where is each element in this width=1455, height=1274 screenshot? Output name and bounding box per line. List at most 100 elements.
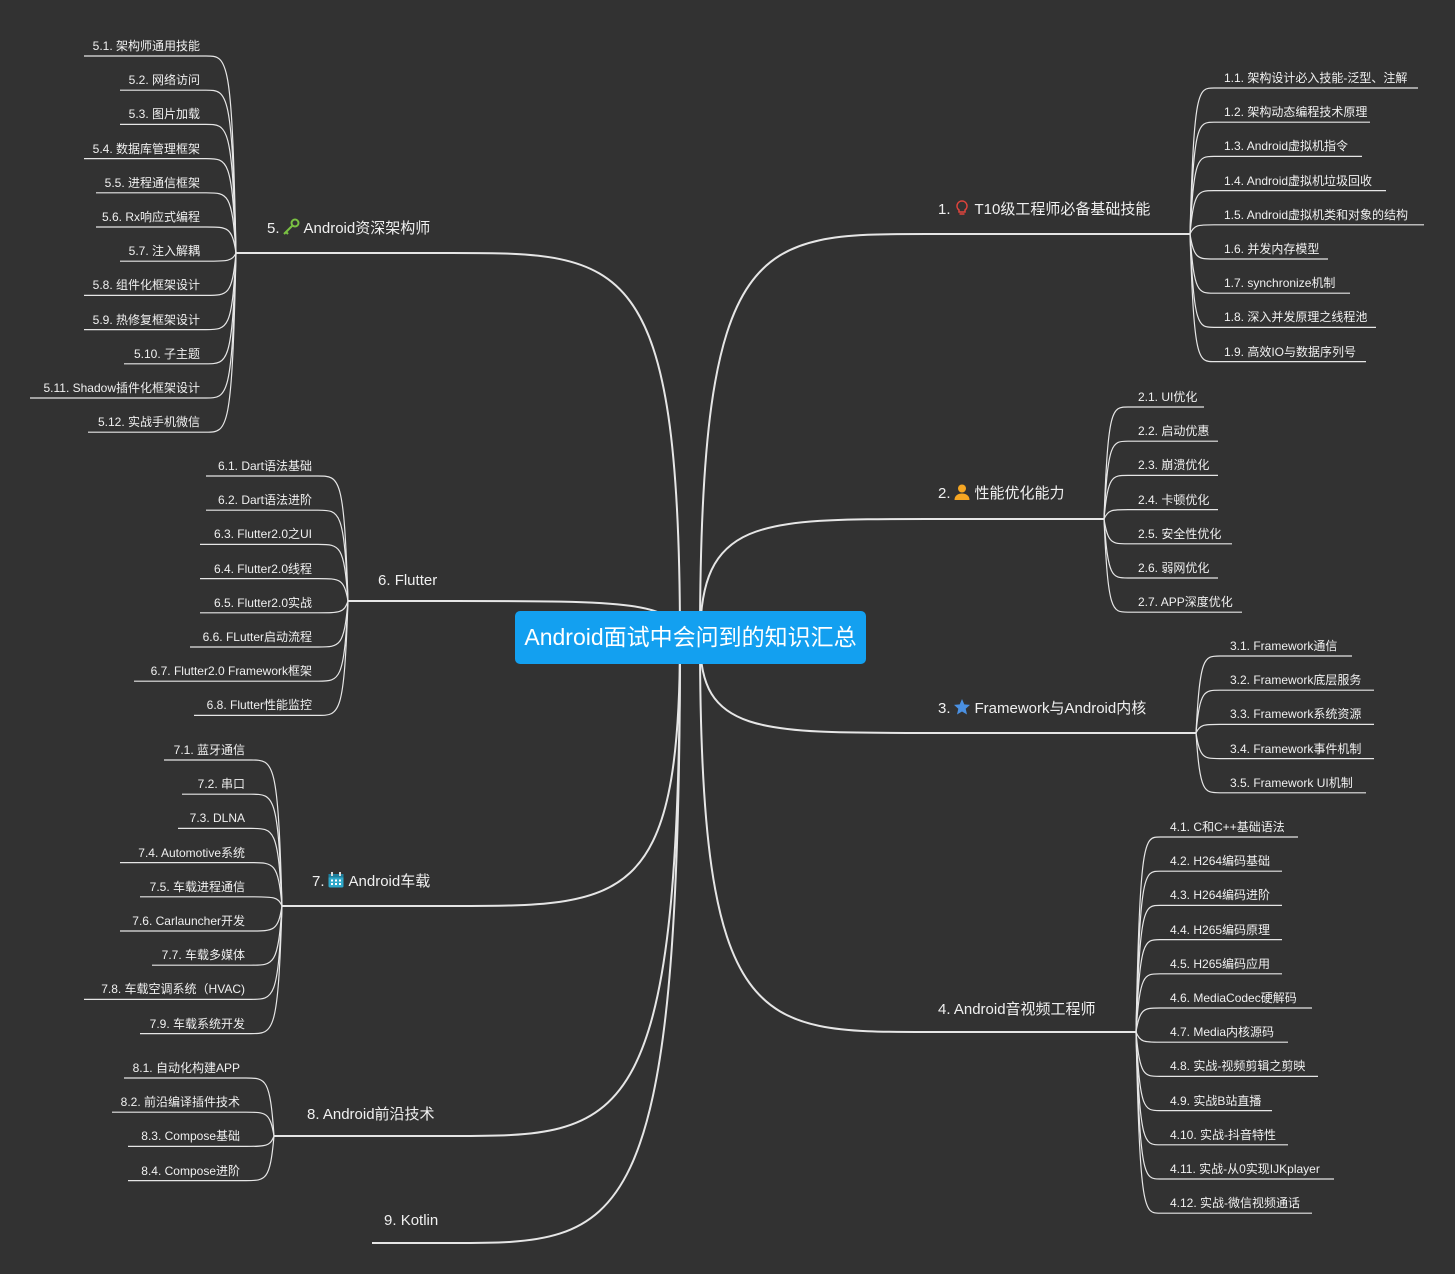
child-node[interactable]: 7.8. 车载空调系统（HVAC)	[101, 982, 245, 997]
child-node[interactable]: 4.10. 实战-抖音特性	[1170, 1127, 1277, 1142]
child-node[interactable]: 7.6. Carlauncher开发	[132, 914, 245, 928]
child-node[interactable]: 5.2. 网络访问	[128, 73, 200, 88]
branch-node-9[interactable]: 9. Kotlin	[384, 1211, 438, 1231]
child-connector	[200, 543, 349, 602]
child-connector	[1103, 518, 1232, 545]
child-connector	[182, 793, 283, 907]
child-node[interactable]: 5.1. 架构师通用技能	[92, 39, 200, 53]
branch-node-6[interactable]: 6. Flutter	[378, 571, 437, 591]
child-connector	[1189, 155, 1362, 235]
child-node[interactable]: 4.2. H264编码基础	[1170, 854, 1271, 869]
child-node[interactable]: 2.3. 崩溃优化	[1138, 458, 1210, 473]
child-node[interactable]: 4.12. 实战-微信视频通话	[1170, 1196, 1301, 1211]
child-node[interactable]: 1.5. Android虚拟机类和对象的结构	[1224, 207, 1409, 222]
branch-connector	[699, 639, 927, 1033]
child-node[interactable]: 5.12. 实战手机微信	[97, 415, 200, 430]
child-node[interactable]: 3.1. Framework通信	[1230, 639, 1338, 653]
child-connector	[120, 252, 237, 262]
child-node[interactable]: 4.8. 实战-视频剪辑之剪映	[1170, 1059, 1306, 1074]
child-node[interactable]: 6.7. Flutter2.0 Framework框架	[150, 664, 312, 679]
child-node[interactable]: 4.7. Media内核源码	[1170, 1025, 1275, 1040]
branch-label: Android资深架构师	[303, 220, 431, 237]
child-node[interactable]: 2.4. 卡顿优化	[1138, 492, 1210, 507]
branch-connector	[451, 639, 681, 1137]
branch-label: Android车载	[348, 873, 431, 890]
child-node[interactable]: 4.11. 实战-从0实现IJKplayer	[1170, 1162, 1320, 1176]
child-node[interactable]: 6.6. FLutter启动流程	[202, 630, 312, 644]
child-connector	[120, 89, 237, 254]
branch-number: 2.	[938, 485, 951, 502]
child-node[interactable]: 6.4. Flutter2.0线程	[213, 561, 312, 576]
child-node[interactable]: 7.3. DLNA	[189, 811, 245, 826]
child-connector	[1135, 1031, 1318, 1077]
branch-connector	[451, 639, 681, 1244]
child-node[interactable]: 7.7. 车载多媒体	[161, 948, 245, 963]
child-node[interactable]: 1.7. synchronize机制	[1224, 276, 1336, 291]
child-node[interactable]: 1.4. Android虚拟机垃圾回收	[1224, 173, 1373, 188]
branch-node-2[interactable]: 2.性能优化能力	[938, 483, 1065, 503]
child-node[interactable]: 7.2. 串口	[197, 777, 245, 792]
branch-node-4[interactable]: 4. Android音视频工程师	[938, 1000, 1096, 1020]
branch-connector	[699, 639, 927, 734]
root-node[interactable]: Android面试中会问到的知识汇总	[515, 611, 866, 664]
child-connector	[1135, 973, 1282, 1033]
child-connector	[84, 252, 237, 296]
child-node[interactable]: 4.4. H265编码原理	[1170, 922, 1271, 937]
child-node[interactable]: 2.5. 安全性优化	[1138, 526, 1222, 541]
child-node[interactable]: 2.6. 弱网优化	[1138, 561, 1210, 575]
child-node[interactable]: 1.2. 架构动态编程技术原理	[1224, 105, 1368, 120]
child-node[interactable]: 5.8. 组件化框架设计	[92, 278, 200, 293]
child-node[interactable]: 4.5. H265编码应用	[1170, 956, 1271, 971]
child-connector	[1103, 474, 1218, 520]
child-node[interactable]: 3.5. Framework UI机制	[1230, 775, 1353, 790]
child-node[interactable]: 5.4. 数据库管理框架	[92, 141, 200, 156]
branch-node-1[interactable]: 1.T10级工程师必备基础技能	[938, 199, 1150, 219]
child-node[interactable]: 3.3. Framework系统资源	[1230, 707, 1362, 722]
child-node[interactable]: 2.1. UI优化	[1138, 390, 1198, 404]
branch-node-5[interactable]: 5. Android资深架构师	[267, 218, 430, 238]
child-node[interactable]: 1.6. 并发内存模型	[1224, 242, 1320, 256]
child-node[interactable]: 4.3. H264编码进阶	[1170, 888, 1271, 903]
child-node[interactable]: 5.3. 图片加载	[128, 107, 200, 122]
child-node[interactable]: 2.2. 启动优惠	[1138, 424, 1210, 439]
child-node[interactable]: 6.5. Flutter2.0实战	[213, 595, 312, 610]
child-node[interactable]: 5.7. 注入解耦	[128, 244, 200, 259]
child-node[interactable]: 5.5. 进程通信框架	[104, 175, 200, 190]
child-node[interactable]: 5.10. 子主题	[133, 346, 200, 361]
branch-node-8[interactable]: 8. Android前沿技术	[307, 1105, 435, 1125]
lightbulb-icon	[953, 199, 971, 217]
child-node[interactable]: 8.3. Compose基础	[141, 1129, 240, 1144]
child-node[interactable]: 6.2. Dart语法进阶	[217, 493, 312, 508]
child-node[interactable]: 1.8. 深入并发原理之线程池	[1224, 310, 1368, 325]
branch-node-3[interactable]: 3.Framework与Android内核	[938, 698, 1146, 718]
child-connector	[164, 759, 283, 907]
child-node[interactable]: 5.9. 热修复框架设计	[92, 312, 200, 327]
child-node[interactable]: 6.3. Flutter2.0之UI	[213, 527, 312, 542]
branch-node-7[interactable]: 7.Android车载	[312, 871, 430, 891]
child-node[interactable]: 7.5. 车载进程通信	[149, 879, 245, 894]
child-node[interactable]: 1.3. Android虚拟机指令	[1224, 139, 1349, 154]
child-connector	[140, 896, 283, 907]
child-node[interactable]: 3.2. Framework底层服务	[1230, 673, 1362, 688]
child-node[interactable]: 5.11. Shadow插件化框架设计	[43, 381, 201, 395]
child-connector	[128, 1135, 275, 1182]
child-node[interactable]: 6.8. Flutter性能监控	[206, 698, 312, 713]
child-node[interactable]: 8.2. 前沿编译插件技术	[120, 1095, 240, 1110]
child-node[interactable]: 8.1. 自动化构建APP	[132, 1061, 240, 1075]
child-node[interactable]: 7.4. Automotive系统	[138, 845, 245, 860]
child-node[interactable]: 7.1. 蓝牙通信	[173, 743, 245, 757]
child-node[interactable]: 1.1. 架构设计必入技能-泛型、注解	[1224, 71, 1408, 85]
child-node[interactable]: 8.4. Compose进阶	[141, 1163, 240, 1178]
child-node[interactable]: 3.4. Framework事件机制	[1230, 741, 1362, 756]
child-node[interactable]: 7.9. 车载系统开发	[149, 1016, 245, 1031]
child-node[interactable]: 1.9. 高效IO与数据序列号	[1224, 344, 1357, 359]
branch-number: 5.	[267, 220, 280, 237]
child-node[interactable]: 4.9. 实战B站直播	[1170, 1093, 1262, 1108]
child-node[interactable]: 4.6. MediaCodec硬解码	[1170, 991, 1297, 1005]
person-icon	[953, 483, 971, 501]
child-node[interactable]: 5.6. Rx响应式编程	[101, 210, 200, 224]
child-node[interactable]: 4.1. C和C++基础语法	[1170, 820, 1285, 834]
child-node[interactable]: 6.1. Dart语法基础	[217, 459, 312, 473]
child-node[interactable]: 2.7. APP深度优化	[1138, 595, 1233, 610]
